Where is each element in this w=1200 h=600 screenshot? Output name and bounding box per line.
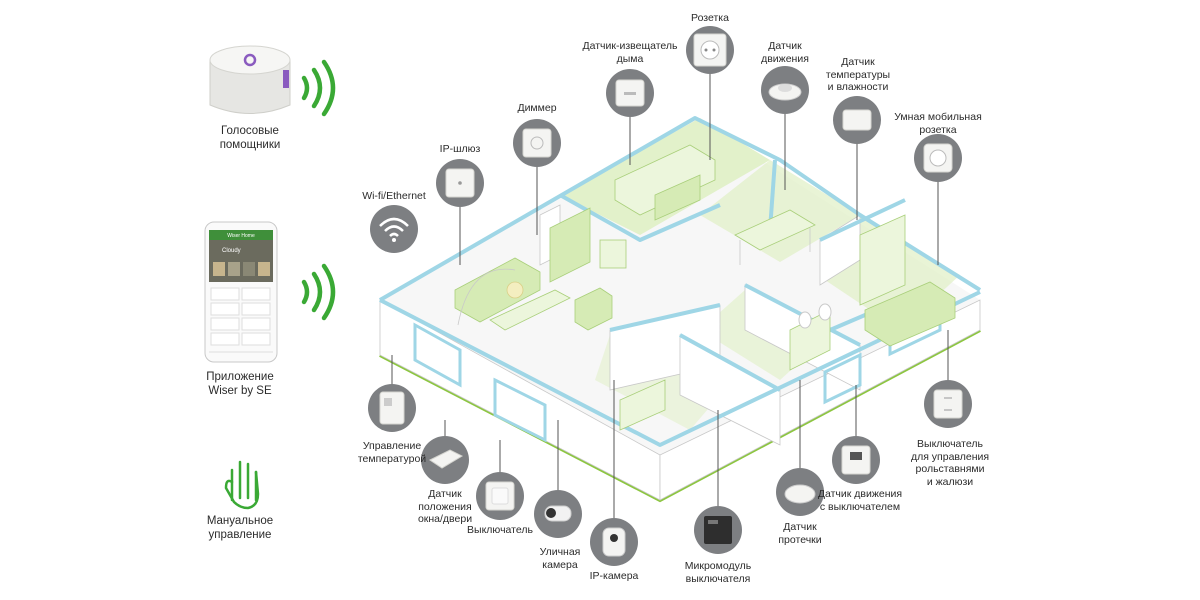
temp-humidity-sensor-label: Датчик температуры и влажности (825, 56, 891, 93)
leak-sensor-icon (776, 468, 824, 516)
thermostat-icon (368, 384, 416, 432)
socket-label: Розетка (691, 12, 729, 24)
outdoor-camera-icon (534, 490, 582, 538)
ip-gateway-label: IP-шлюз (439, 143, 481, 155)
window-door-sensor-label: Датчик положения окна/двери (417, 488, 473, 525)
motion-switch-icon (832, 436, 880, 484)
manual-label: Мануальное управление (206, 515, 274, 541)
outdoor-camera-label: Уличная камера (539, 546, 581, 571)
motion-sensor-icon (761, 66, 809, 114)
phone-header: Wiser Home (227, 233, 255, 239)
window-door-sensor-icon (421, 436, 469, 484)
wifi-ethernet-label: Wi-fi/Ethernet (362, 190, 426, 202)
ip-camera-label: IP-камера (589, 570, 639, 582)
voice-assistant-speaker-icon (209, 45, 291, 114)
wifi-ethernet-icon (370, 205, 418, 253)
micromodule-label: Микромодуль выключателя (684, 560, 752, 585)
leader-lines (391, 70, 949, 520)
wireless-signal-icon-1 (301, 59, 336, 117)
switch-icon (476, 472, 524, 520)
smart-mobile-socket-label: Умная мобильная розетка (894, 111, 982, 136)
motion-switch-label: Датчик движения с выключателем (817, 488, 903, 513)
smoke-sensor-label: Датчик-извещатель дыма (582, 40, 678, 65)
house-floorplan (378, 116, 982, 503)
ip-camera-icon (590, 518, 638, 566)
dimmer-label: Диммер (517, 102, 557, 114)
voice-assistants-label: Голосовые помощники (219, 125, 281, 151)
smart-mobile-socket-icon (914, 134, 962, 182)
switch-label: Выключатель (467, 524, 533, 536)
shutter-switch-icon (924, 380, 972, 428)
micromodule-icon (694, 506, 742, 554)
dimmer-icon (513, 119, 561, 167)
app-label: Приложение Wiser by SE (206, 371, 274, 397)
temp-humidity-sensor-icon (833, 96, 881, 144)
motion-sensor-label: Датчик движения (761, 40, 809, 65)
shutter-switch-label: Выключатель для управления рольставнями … (910, 438, 990, 488)
wireless-signal-icon-2 (301, 263, 336, 321)
smoke-sensor-icon (606, 69, 654, 117)
phone-greeting: Cloudy (222, 248, 241, 254)
ip-gateway-icon (436, 159, 484, 207)
smartphone-app-icon (204, 221, 278, 363)
leak-sensor-label: Датчик протечки (778, 521, 822, 546)
thermostat-label: Управление температурой (357, 440, 427, 465)
hand-icon (224, 460, 260, 510)
socket-icon (686, 26, 734, 74)
